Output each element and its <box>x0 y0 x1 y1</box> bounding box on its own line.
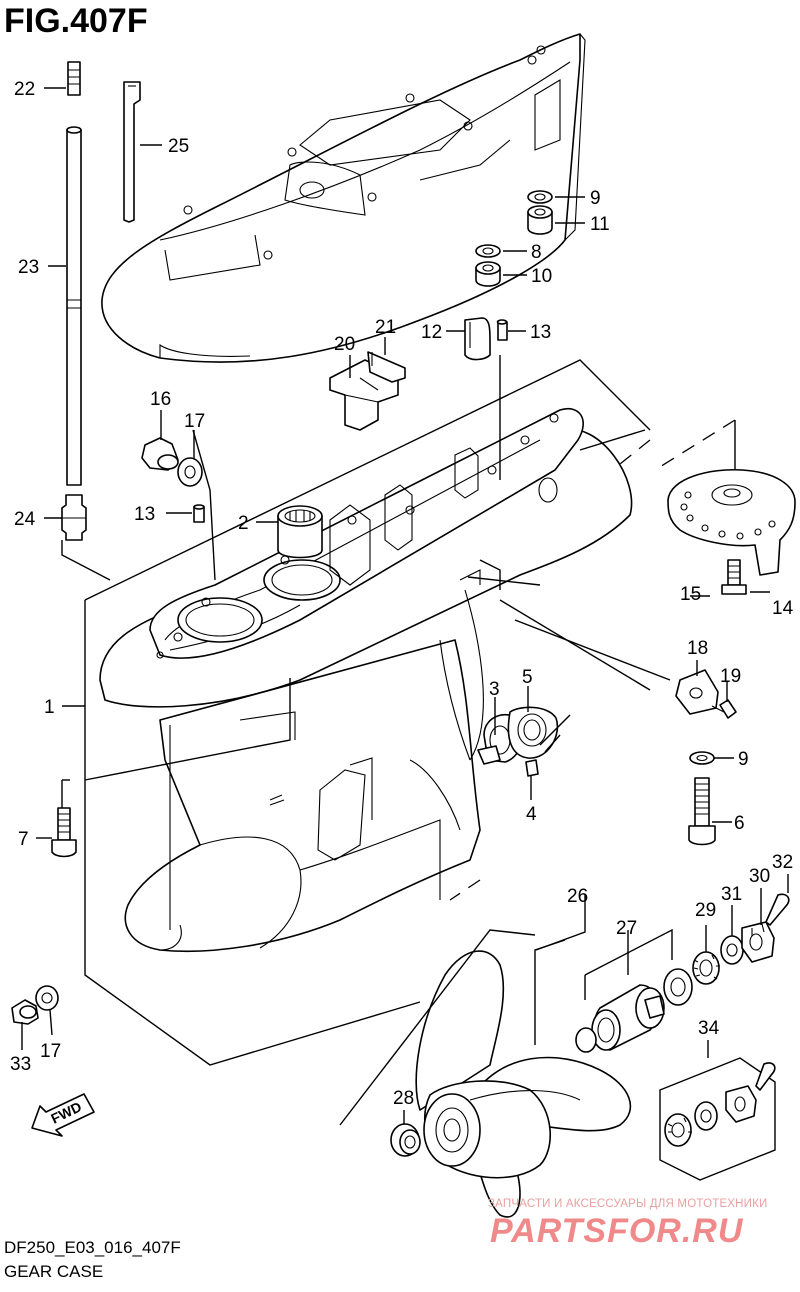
callout-33: 33 <box>10 1054 31 1075</box>
callout-7: 7 <box>18 829 29 850</box>
callout-34: 34 <box>698 1018 720 1039</box>
clip-bracket <box>329 351 406 431</box>
callout-11: 11 <box>590 214 610 235</box>
callout-4: 4 <box>526 804 537 825</box>
cover-plate-small <box>675 669 737 719</box>
figure-title: FIG.407F <box>4 2 148 40</box>
callout-labels: 22 23 24 25 9 11 8 10 12 13 20 21 16 17 … <box>10 79 794 1109</box>
callout-20: 20 <box>334 334 355 355</box>
gear-case-housing <box>84 359 736 1066</box>
callout-3: 3 <box>489 679 500 700</box>
bolt-with-washer <box>688 751 716 846</box>
callout-17-bottom: 17 <box>40 1041 61 1062</box>
callout-13-left: 13 <box>134 504 155 525</box>
callout-31: 31 <box>721 884 742 905</box>
washer-nut-stack <box>475 190 553 287</box>
trim-tab <box>667 420 796 595</box>
watermark-brand: PARTSFOR.RU <box>490 1212 744 1250</box>
callout-9-right: 9 <box>738 749 749 770</box>
callout-21: 21 <box>375 317 396 338</box>
callout-28: 28 <box>393 1088 414 1109</box>
callout-25: 25 <box>168 136 189 157</box>
figure-name: GEAR CASE <box>4 1262 104 1281</box>
watermark-tagline: ЗАПЧАСТИ И АКСЕССУАРЫ ДЛЯ МОТОТЕХНИКИ <box>488 1198 768 1210</box>
propeller <box>339 895 632 1218</box>
callout-10: 10 <box>531 266 552 287</box>
callout-19: 19 <box>720 666 741 687</box>
callout-23: 23 <box>18 257 39 278</box>
drain-plug-lower <box>11 985 59 1025</box>
nut-kit-box <box>659 1057 776 1181</box>
callout-8: 8 <box>531 242 542 263</box>
stopper-pin <box>464 317 508 361</box>
callout-2: 2 <box>238 513 249 534</box>
dowel-pin <box>193 504 205 523</box>
callout-18: 18 <box>687 638 708 659</box>
callout-22: 22 <box>14 79 35 100</box>
callout-13-top: 13 <box>530 322 551 343</box>
figure-code: DF250_E03_016_407F <box>4 1238 181 1257</box>
thrust-washer <box>390 1123 421 1157</box>
callout-6: 6 <box>734 813 745 834</box>
bearing-assembly <box>477 706 571 777</box>
callout-15: 15 <box>680 584 701 605</box>
upper-cover-plate <box>101 33 586 363</box>
water-tube-assembly <box>61 61 141 541</box>
callout-32: 32 <box>772 852 793 873</box>
callout-1: 1 <box>44 697 55 718</box>
callout-30: 30 <box>749 866 770 887</box>
callout-27: 27 <box>616 918 637 939</box>
leader-lines <box>21 87 789 1124</box>
bolt-left <box>51 807 77 858</box>
callout-17-top: 17 <box>184 411 205 432</box>
forward-arrow-icon: FWD <box>31 1093 95 1137</box>
callout-12: 12 <box>421 322 442 343</box>
drain-plug-upper <box>141 437 203 487</box>
bushing <box>277 505 323 559</box>
callout-9-top: 9 <box>590 188 601 209</box>
spacer-kit <box>575 928 693 1053</box>
prop-nut-set <box>692 893 790 985</box>
callout-5: 5 <box>522 667 533 688</box>
callout-14: 14 <box>772 598 794 619</box>
callout-26: 26 <box>567 886 588 907</box>
callout-24: 24 <box>14 509 36 530</box>
callout-29: 29 <box>695 900 716 921</box>
callout-16: 16 <box>150 389 171 410</box>
